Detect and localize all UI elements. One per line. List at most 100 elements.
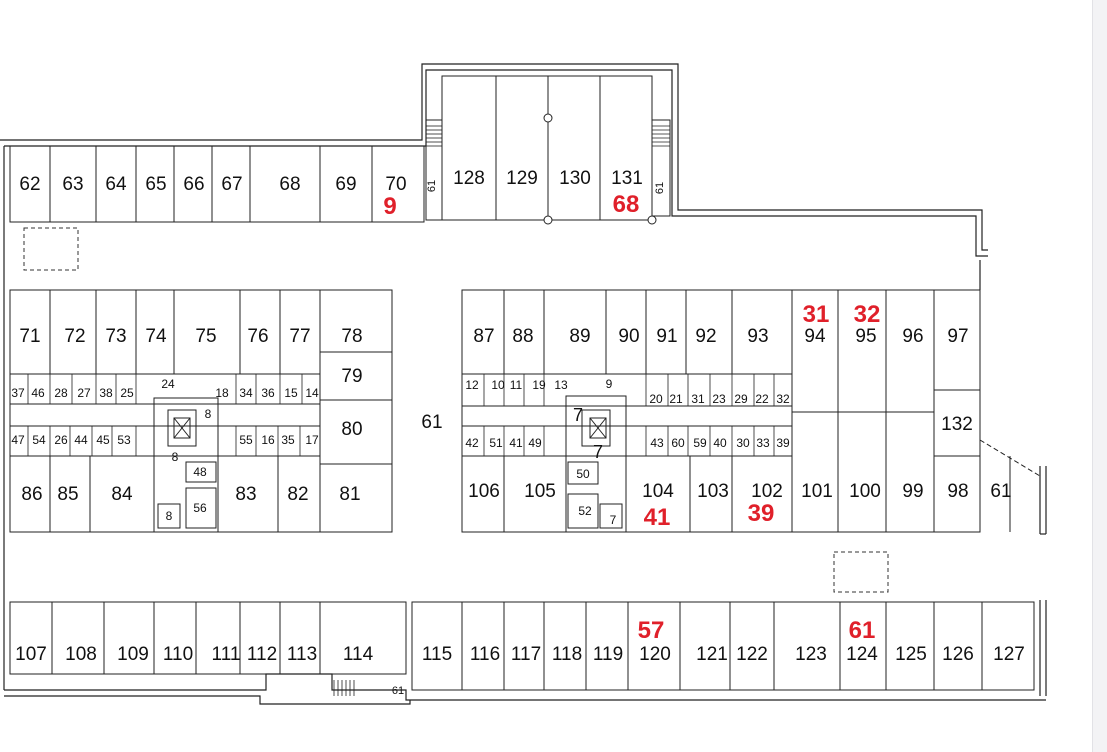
stall-label: 83 [235, 484, 256, 505]
stall-label: 102 [751, 481, 783, 502]
stall-label: 103 [697, 481, 729, 502]
storage-label: 14 [305, 386, 319, 400]
stall-label: 122 [736, 644, 768, 665]
storage-label: 60 [671, 436, 685, 450]
stall-label: 96 [902, 326, 923, 347]
storage-label: 34 [239, 386, 253, 400]
storage-label: 33 [756, 436, 770, 450]
storage-label: 52 [578, 504, 592, 518]
marker-number: 32 [854, 301, 881, 328]
stall-label: 92 [695, 326, 716, 347]
outer-walls [0, 63, 1047, 705]
stall-label: 98 [947, 481, 968, 502]
stall-label: 89 [569, 326, 590, 347]
stall-label: 70 [385, 174, 406, 195]
stall-label: 110 [163, 644, 193, 665]
stall-label: 90 [618, 326, 639, 347]
stall-label: 77 [289, 326, 310, 347]
storage-label: 8 [172, 450, 179, 464]
aisle-label: 61 [421, 412, 442, 433]
stall-label: 120 [639, 644, 671, 665]
storage-label: 47 [11, 433, 25, 447]
storage-label: 19 [532, 378, 546, 392]
storage-label: 10 [491, 378, 505, 392]
left-block [9, 289, 393, 533]
stall-label: 105 [524, 481, 556, 502]
stall-label: 86 [21, 484, 42, 505]
storage-label: 8 [166, 509, 173, 523]
stall-label: 131 [611, 168, 643, 189]
stall-label: 129 [506, 168, 538, 189]
storage-label: 9 [606, 377, 613, 391]
storage-label: 15 [284, 386, 298, 400]
stall-label: 126 [942, 644, 974, 665]
storage-label: 46 [31, 386, 45, 400]
storage-label: 32 [776, 392, 790, 406]
stall-label: 65 [145, 174, 166, 195]
stall-label: 111 [212, 644, 241, 665]
marker-number: 31 [803, 301, 830, 328]
stair-label: 61 [426, 180, 438, 192]
storage-label: 20 [649, 392, 663, 406]
stall-label: 127 [993, 644, 1025, 665]
stall-label: 62 [19, 174, 40, 195]
stall-label: 119 [593, 644, 623, 665]
storage-label: 18 [215, 386, 229, 400]
stall-label: 106 [468, 481, 500, 502]
stall-label: 71 [19, 326, 40, 347]
stall-label: 99 [902, 481, 923, 502]
storage-label: 31 [691, 392, 705, 406]
stall-label: 113 [287, 644, 317, 665]
marker-number: 68 [613, 191, 640, 218]
stall-label: 132 [941, 414, 973, 435]
storage-label: 23 [712, 392, 726, 406]
storage-label: 50 [576, 467, 590, 481]
stall-label: 64 [105, 174, 127, 195]
marker-number: 41 [644, 504, 671, 531]
storage-label: 13 [554, 378, 568, 392]
stall-label: 104 [642, 481, 674, 502]
stair-label: 61 [654, 182, 666, 194]
stall-label: 72 [64, 326, 85, 347]
stall-label: 91 [656, 326, 677, 347]
stall-label: 93 [747, 326, 768, 347]
storage-label: 30 [736, 436, 750, 450]
top-row-stalls [9, 145, 425, 223]
storage-label: 35 [281, 433, 295, 447]
stall-label: 76 [247, 326, 268, 347]
storage-label: 27 [77, 386, 91, 400]
stall-label: 75 [195, 326, 216, 347]
stall-label: 118 [552, 644, 582, 665]
storage-label: 53 [117, 433, 131, 447]
storage-label: 11 [510, 378, 523, 392]
storage-label: 28 [54, 386, 68, 400]
marker-number: 61 [849, 617, 876, 644]
stall-label: 66 [183, 174, 204, 195]
stall-label: 82 [287, 484, 308, 505]
storage-label: 12 [465, 378, 479, 392]
stall-label: 125 [895, 644, 927, 665]
stall-label: 112 [247, 644, 277, 665]
stall-label: 74 [145, 326, 167, 347]
stall-label: 94 [804, 326, 826, 347]
stall-label: 85 [57, 484, 78, 505]
stall-label: 81 [339, 484, 360, 505]
storage-label: 22 [755, 392, 769, 406]
storage-label: 41 [509, 436, 523, 450]
marker-number: 57 [638, 617, 665, 644]
storage-label: 36 [261, 386, 275, 400]
storage-label: 55 [239, 433, 253, 447]
storage-label: 7 [573, 405, 583, 425]
storage-label: 7 [610, 513, 617, 527]
storage-label: 44 [74, 433, 88, 447]
stall-label: 101 [801, 481, 833, 502]
stall-label: 115 [422, 644, 452, 665]
storage-label: 39 [776, 436, 790, 450]
stall-label: 80 [341, 419, 362, 440]
stall-label: 123 [795, 644, 827, 665]
stall-label: 73 [105, 326, 126, 347]
stall-label: 121 [696, 644, 728, 665]
stall-label: 88 [512, 326, 533, 347]
storage-label: 29 [734, 392, 748, 406]
storage-label: 26 [54, 433, 68, 447]
